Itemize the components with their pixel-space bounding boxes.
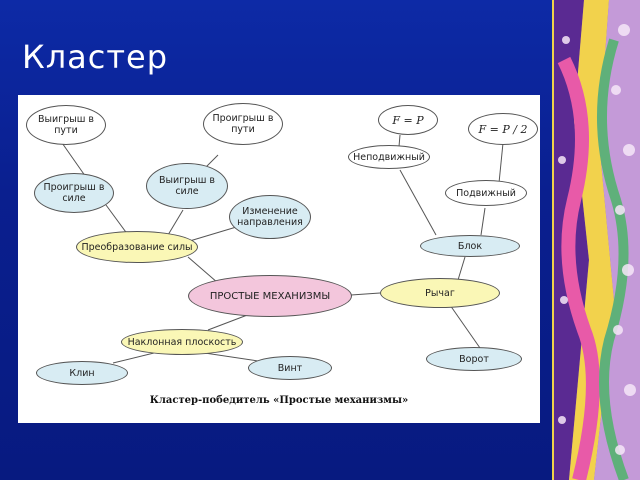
cluster-diagram: Выигрыш в пути Проигрыш в силе Проигрыш … xyxy=(18,95,540,423)
node-loss-path: Проигрыш в пути xyxy=(203,103,283,145)
diagram-caption: Кластер-победитель «Простые механизмы» xyxy=(149,395,409,406)
node-formula-fixed: F = P xyxy=(378,105,438,135)
node-transform: Преобразование силы xyxy=(76,231,198,263)
node-fixed: Неподвижный xyxy=(348,145,430,169)
decorative-ribbon-border xyxy=(554,0,640,480)
node-block: Блок xyxy=(420,235,520,257)
node-gate: Ворот xyxy=(426,347,522,371)
node-gain-path: Выигрыш в пути xyxy=(26,105,106,145)
node-gain-force: Выигрыш в силе xyxy=(146,163,228,209)
node-loss-force: Проигрыш в силе xyxy=(34,173,114,213)
node-movable: Подвижный xyxy=(445,180,527,206)
slide-background: Кластер Выигрыш в пути xyxy=(0,0,554,480)
slide-title: Кластер xyxy=(22,38,169,76)
node-screw: Винт xyxy=(248,356,332,380)
node-center: ПРОСТЫЕ МЕХАНИЗМЫ xyxy=(188,275,352,317)
node-wedge: Клин xyxy=(36,361,128,385)
node-formula-movable: F = P / 2 xyxy=(468,113,538,145)
node-lever: Рычаг xyxy=(380,278,500,308)
node-incline: Наклонная плоскость xyxy=(121,329,243,355)
node-direction: Изменение направления xyxy=(229,195,311,239)
